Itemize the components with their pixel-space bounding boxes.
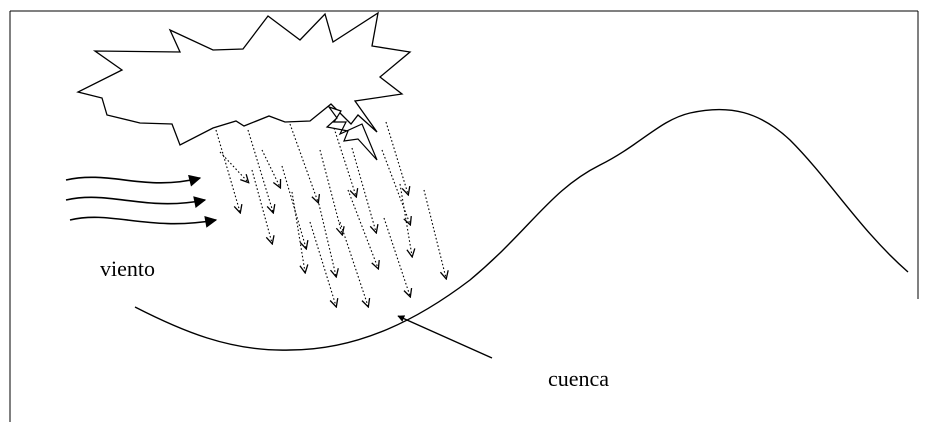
rain-arrows-icon	[215, 121, 446, 306]
basin-arrow-icon	[397, 315, 493, 359]
wind-label: viento	[100, 256, 155, 281]
wind-arrows-icon	[65, 174, 218, 228]
lightning-bolt-icon	[325, 105, 378, 161]
terrain-curve	[134, 108, 909, 351]
basin-label: cuenca	[548, 366, 609, 391]
storm-cloud-icon	[76, 11, 412, 146]
diagram-frame	[9, 10, 919, 422]
